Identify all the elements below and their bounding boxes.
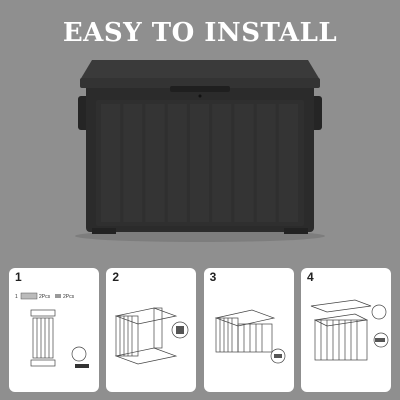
installation-steps: 1 1 2Pcs 2Pcs — [9, 268, 391, 392]
left-foot — [92, 228, 116, 234]
front-slat — [212, 104, 232, 222]
front-slat — [167, 104, 187, 222]
step-number: 4 — [306, 270, 314, 284]
step-2-diagram — [115, 307, 189, 365]
step-card-1: 1 1 2Pcs 2Pcs — [9, 268, 99, 392]
detail-zoom-icon — [270, 348, 286, 364]
screw-icon — [55, 294, 61, 298]
walls-assembly-icon — [214, 309, 275, 353]
step-number: 3 — [209, 270, 217, 284]
box-lid — [80, 60, 320, 80]
front-panels — [101, 104, 298, 222]
step-1-diagram: 1 2Pcs 2Pcs — [15, 292, 89, 368]
detail-part-icon — [273, 354, 282, 358]
right-foot — [284, 228, 308, 234]
front-slat — [278, 104, 298, 222]
box-shadow — [75, 230, 325, 242]
step-number: 2 — [112, 270, 120, 284]
detail-part-icon — [374, 338, 385, 342]
lid-assembly-icon — [310, 299, 372, 361]
detail-part-icon — [176, 326, 185, 334]
lid-front-edge — [80, 78, 320, 88]
step-3-diagram — [214, 309, 286, 364]
storage-box-illustration — [75, 60, 325, 242]
front-slat — [145, 104, 165, 222]
detail-zoom-icon — [71, 346, 87, 362]
step-card-3: 3 — [203, 268, 294, 392]
front-slat — [189, 104, 210, 222]
step-4-diagram — [310, 299, 389, 361]
front-slat — [234, 104, 254, 222]
step-number: 1 — [15, 270, 22, 284]
panel-stack-icon — [30, 309, 56, 367]
headline: EASY TO INSTALL — [62, 18, 338, 48]
detail-zoom-icon-2 — [373, 332, 389, 348]
front-slat — [123, 104, 143, 222]
frame-assembly-icon — [115, 307, 178, 365]
front-slat — [101, 104, 121, 222]
detail-zoom-icon — [171, 321, 189, 339]
lock-hole — [198, 94, 202, 98]
detail-zoom-icon — [371, 304, 387, 320]
step-card-4: 4 — [300, 268, 391, 392]
detail-part-icon — [75, 364, 89, 368]
lid-handle-slot — [170, 86, 230, 92]
parts-bag-icon — [20, 292, 38, 300]
front-slat — [256, 104, 276, 222]
part-qty-1: 1 — [15, 294, 18, 300]
step-card-2: 2 — [106, 268, 197, 392]
part-label-a: 2Pcs — [39, 294, 51, 300]
part-label-b: 2Pcs — [63, 294, 75, 300]
